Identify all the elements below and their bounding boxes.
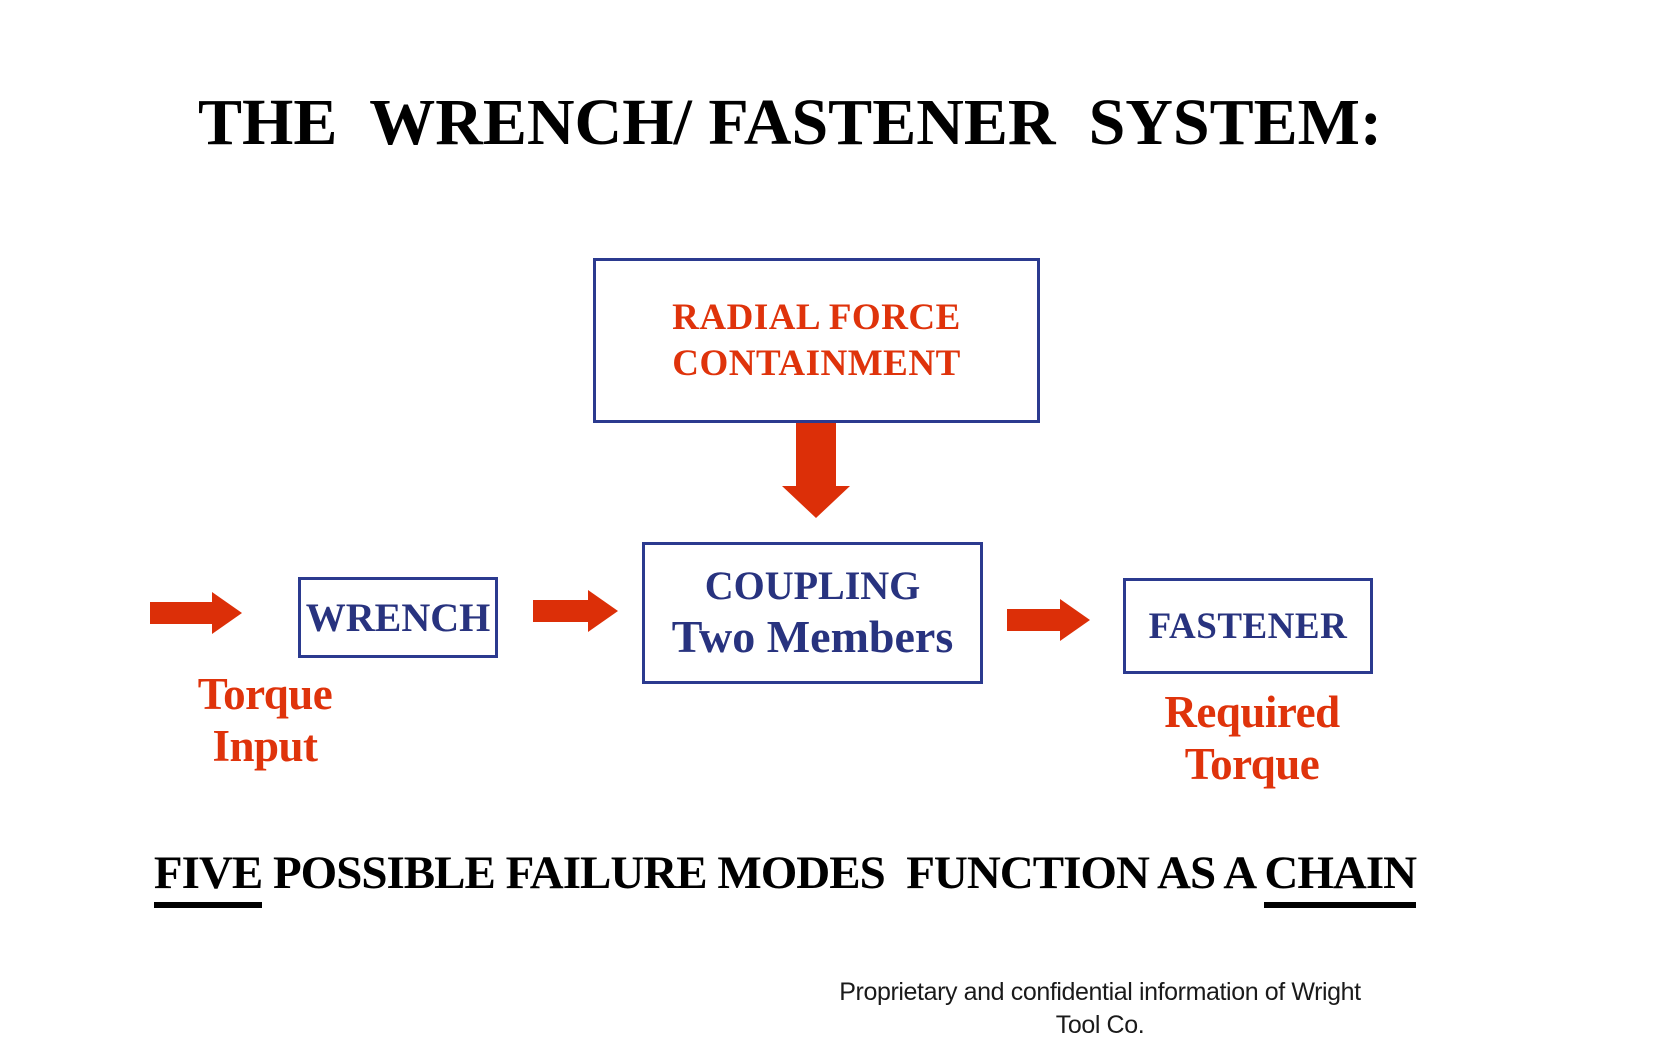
bottom-statement: FIVE POSSIBLE FAILURE MODES FUNCTION AS …: [120, 845, 1450, 908]
wrench-box: WRENCH: [298, 577, 498, 658]
arrow-right-icon-coupling-to-fastener: [1007, 599, 1090, 641]
radial-force-containment-box: RADIAL FORCE CONTAINMENT: [593, 258, 1040, 423]
page-title: THE WRENCH/ FASTENER SYSTEM:: [198, 86, 1382, 159]
arrow-right-icon-wrench-to-coupling: [533, 590, 618, 632]
fastener-box-label: FASTENER: [1148, 605, 1348, 647]
arrow-shaft: [1007, 609, 1060, 631]
arrow-down-shaft: [796, 423, 836, 486]
underlined-word-five: FIVE: [153, 845, 263, 908]
required-torque-line1: Required: [1164, 687, 1340, 737]
coupling-box-line2: Two Members: [671, 611, 954, 662]
required-torque-label: Required Torque: [1127, 686, 1377, 790]
radial-box-line2: CONTAINMENT: [672, 342, 961, 384]
footer-line1: Proprietary and confidential information…: [839, 978, 1361, 1006]
torque-input-line1: Torque: [197, 669, 333, 719]
arrow-down-head: [782, 486, 850, 518]
arrow-head: [588, 590, 618, 632]
arrow-head: [1060, 599, 1090, 641]
torque-input-label: Torque Input: [150, 668, 380, 772]
arrow-shaft: [150, 602, 212, 624]
arrow-shaft: [533, 600, 588, 622]
coupling-box-line1: COUPLING: [704, 563, 921, 608]
required-torque-line2: Torque: [1184, 739, 1320, 789]
arrow-down-icon: [782, 423, 850, 518]
arrow-right-icon-input: [150, 592, 242, 634]
wrench-box-label: WRENCH: [305, 595, 491, 640]
radial-box-line1: RADIAL FORCE: [672, 296, 961, 338]
coupling-box: COUPLING Two Members: [642, 542, 983, 684]
footer-line2: Tool Co.: [1055, 1011, 1145, 1039]
arrow-head: [212, 592, 242, 634]
fastener-box: FASTENER: [1123, 578, 1373, 674]
torque-input-line2: Input: [212, 721, 318, 771]
bottom-statement-middle: POSSIBLE FAILURE MODES FUNCTION AS A: [262, 847, 1265, 899]
footer-confidentiality-note: Proprietary and confidential information…: [780, 976, 1420, 1042]
underlined-word-chain: CHAIN: [1264, 845, 1417, 908]
